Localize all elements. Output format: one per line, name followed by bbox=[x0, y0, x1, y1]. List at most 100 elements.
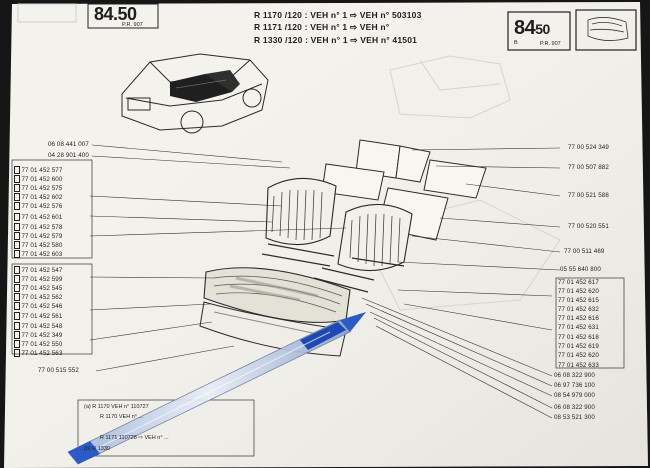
variant-badge bbox=[14, 193, 20, 201]
part-number: 77 01 452 563 bbox=[21, 349, 63, 357]
page-ref-right: P.R. 907 bbox=[540, 41, 561, 47]
list-item: 77 01 452 578 bbox=[14, 223, 62, 231]
list-item: 77 01 452 602 bbox=[14, 193, 62, 201]
part-number: 77 01 452 619 bbox=[558, 342, 599, 350]
variant-badge bbox=[14, 166, 20, 174]
list-item: 77 01 452 562 bbox=[14, 293, 62, 301]
part-number: 77 01 452 578 bbox=[21, 223, 63, 231]
list-item: 77 01 452 580 bbox=[14, 241, 62, 249]
seatback-frame-right bbox=[337, 203, 413, 272]
part-number-right-c2: 06 97 736 100 bbox=[554, 382, 595, 389]
ballpoint-pen bbox=[67, 312, 366, 465]
part-number-right-a2: 77 00 507 882 bbox=[568, 164, 609, 171]
list-item: 77 01 452 618 bbox=[558, 333, 599, 341]
part-number: 77 01 452 577 bbox=[21, 166, 63, 174]
list-item: 77 01 452 600 bbox=[14, 175, 62, 183]
faint-background-diagram bbox=[359, 55, 561, 311]
variant-badge bbox=[14, 213, 20, 221]
part-number: 77 01 452 615 bbox=[558, 296, 599, 304]
list-item: 77 01 452 563 bbox=[14, 349, 62, 357]
variant-badge bbox=[14, 349, 20, 357]
footer-note-4: (b) R 1330 bbox=[84, 446, 110, 452]
seat-cushion bbox=[203, 267, 351, 323]
part-number-top-1: 06 08 441 007 bbox=[48, 141, 89, 148]
page-code-left: 84.50 bbox=[94, 4, 137, 24]
part-number: 77 01 452 349 bbox=[21, 331, 63, 339]
variant-badge bbox=[14, 293, 20, 301]
list-item: 77 01 452 632 bbox=[558, 305, 599, 313]
seatback-frame-left bbox=[265, 177, 337, 246]
list-item: 77 01 452 575 bbox=[14, 184, 62, 192]
part-number-left-bottom: 77 00 515 552 bbox=[38, 367, 79, 374]
list-item: 77 01 452 577 bbox=[14, 166, 62, 174]
leader-lines bbox=[89, 144, 561, 419]
part-number: 77 01 452 617 bbox=[558, 278, 599, 286]
variant-badge bbox=[14, 266, 20, 274]
part-number: 77 01 452 561 bbox=[21, 312, 63, 320]
page-ref-right-b: B bbox=[514, 40, 518, 46]
vehicle-line-2: R 1171 /120 : VEH n° 1 ⇨ VEH n° bbox=[254, 22, 390, 32]
list-item: 77 01 452 633 bbox=[558, 361, 599, 369]
part-number: 77 01 452 550 bbox=[21, 340, 63, 348]
list-item: 77 01 452 547 bbox=[14, 266, 62, 274]
variant-badge bbox=[14, 275, 20, 283]
part-number: 77 01 452 603 bbox=[21, 250, 63, 258]
footer-note-3: R 1171 110728 ⇨ VEH n° ... bbox=[100, 435, 169, 441]
part-number-right-c1: 06 08 322 900 bbox=[554, 372, 595, 379]
variant-badge bbox=[14, 331, 20, 339]
list-item: 77 01 452 601 bbox=[14, 213, 62, 221]
vehicle-line-1: R 1170 /120 : VEH n° 1 ⇨ VEH n° 503103 bbox=[254, 10, 422, 20]
variant-badge bbox=[14, 340, 20, 348]
part-number-right-c5: 08 53 521 300 bbox=[554, 414, 595, 421]
part-number: 77 01 452 599 bbox=[21, 275, 63, 283]
part-number-right-a4: 77 00 520 551 bbox=[568, 223, 609, 230]
footer-notes-box bbox=[77, 399, 255, 457]
part-number-right-a3: 77 00 521 588 bbox=[568, 192, 609, 199]
part-number: 77 01 452 600 bbox=[21, 175, 63, 183]
part-number: 77 01 452 576 bbox=[21, 202, 63, 210]
part-number-right-c4: 06 08 322 900 bbox=[554, 404, 595, 411]
list-item: 77 01 452 620 bbox=[558, 287, 599, 295]
right-group-bracket bbox=[555, 277, 625, 369]
list-item: 77 01 452 349 bbox=[14, 331, 62, 339]
page-code-box-left bbox=[87, 3, 159, 29]
seat-rods bbox=[261, 243, 405, 293]
vehicle-line-3: R 1330 /120 : VEH n° 1 ⇨ VEH n° 41501 bbox=[254, 35, 418, 45]
list-item: 77 01 452 617 bbox=[558, 278, 599, 286]
seat-thumbnail-icon bbox=[587, 17, 629, 41]
footer-note-1: (a) R 1170 VEH n° 110727 bbox=[84, 404, 149, 410]
variant-badge bbox=[14, 175, 20, 183]
page-code-right-main: 84 bbox=[514, 17, 536, 39]
variant-badge bbox=[14, 312, 20, 320]
variant-badge bbox=[14, 184, 20, 192]
list-item: 77 01 452 579 bbox=[14, 232, 62, 240]
part-number: 77 01 452 545 bbox=[21, 284, 63, 292]
page-ref-left: P.R. 907 bbox=[122, 22, 143, 28]
left-group-bracket-b bbox=[11, 263, 93, 355]
variant-badge bbox=[14, 284, 20, 292]
variant-badge bbox=[14, 241, 20, 249]
part-number: 77 01 452 575 bbox=[21, 184, 63, 192]
part-number: 77 01 452 633 bbox=[558, 361, 599, 369]
list-item: 77 01 452 619 bbox=[558, 342, 599, 350]
seatback-cover-parts bbox=[321, 139, 487, 241]
page-code-box-right bbox=[507, 11, 571, 51]
part-number-right-a6: 05 55 640 800 bbox=[560, 266, 601, 273]
variant-badge bbox=[14, 232, 20, 240]
part-number: 77 01 452 620 bbox=[558, 351, 599, 359]
part-number-right-a5: 77 00 511 469 bbox=[564, 248, 605, 255]
car-seats-highlight-icon bbox=[170, 70, 240, 102]
part-number: 77 01 452 580 bbox=[21, 241, 63, 249]
footer-note-2: R 1170 VEH n° ... bbox=[100, 414, 144, 420]
part-number: 77 01 452 548 bbox=[21, 322, 63, 330]
list-item: 77 01 452 603 bbox=[14, 250, 62, 258]
part-number: 77 01 452 616 bbox=[558, 314, 599, 322]
part-number: 77 01 452 562 bbox=[21, 293, 63, 301]
part-number: 77 01 452 620 bbox=[558, 287, 599, 295]
part-number: 77 01 452 579 bbox=[21, 232, 63, 240]
list-item: 77 01 452 576 bbox=[14, 202, 62, 210]
header-thumb-left bbox=[17, 3, 77, 23]
part-number: 77 01 452 601 bbox=[21, 213, 63, 221]
list-item: 77 01 452 616 bbox=[558, 314, 599, 322]
